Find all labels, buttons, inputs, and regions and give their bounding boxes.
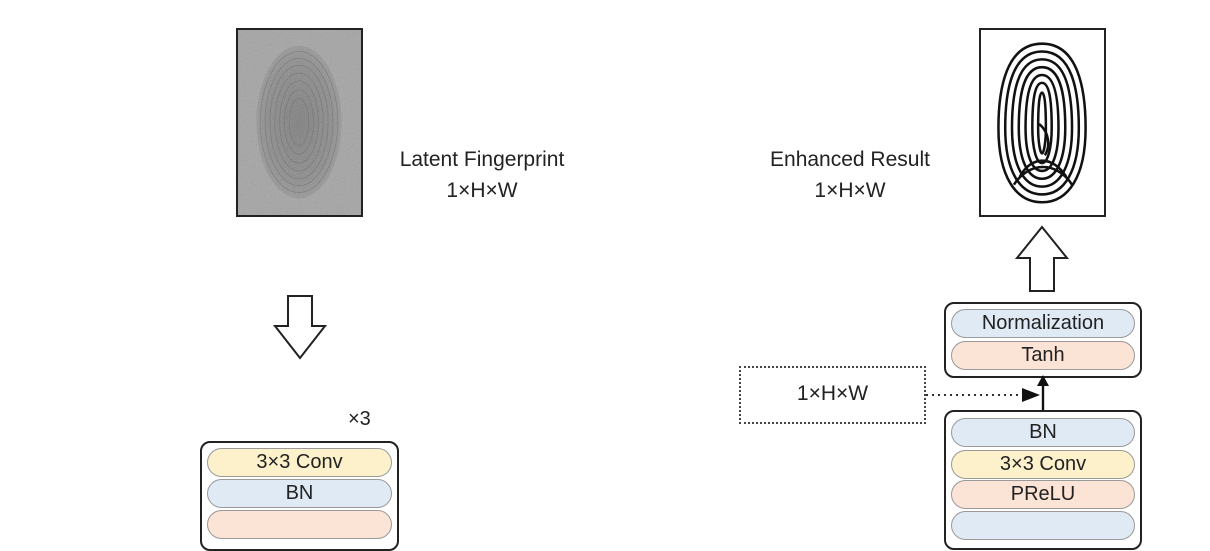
decoder-next-layer (951, 511, 1135, 540)
encoder-conv-layer: 3×3 Conv (207, 448, 392, 477)
normalization-layer: Normalization (951, 309, 1135, 338)
decoder-conv-layer: 3×3 Conv (951, 450, 1135, 479)
decoder-bn-layer: BN (951, 418, 1135, 447)
output-head-block: Normalization Tanh (944, 302, 1142, 378)
output-title: Enhanced Result (770, 148, 930, 171)
encoder-block: 3×3 Conv BN (200, 441, 399, 551)
down-arrow-icon (272, 295, 328, 360)
enhanced-fingerprint-image (979, 28, 1106, 217)
latent-fingerprint-image (236, 28, 363, 217)
skip-connection-arrow (926, 388, 1040, 402)
output-caption: Enhanced Result 1×H×W (740, 144, 960, 206)
up-arrow-icon (1014, 225, 1070, 292)
input-caption: Latent Fingerprint 1×H×W (372, 144, 592, 206)
decoder-block: BN 3×3 Conv PReLU (944, 410, 1142, 550)
tanh-layer: Tanh (951, 341, 1135, 370)
input-dims: 1×H×W (446, 179, 518, 202)
encoder-activation-layer (207, 510, 392, 539)
input-title: Latent Fingerprint (399, 148, 565, 171)
up-connector-arrow (1037, 375, 1049, 412)
skip-input-box: 1×H×W (739, 366, 926, 424)
repeat-label: ×3 (348, 408, 371, 430)
decoder-prelu-layer: PReLU (951, 480, 1135, 509)
output-dims: 1×H×W (814, 179, 886, 202)
encoder-bn-layer: BN (207, 479, 392, 508)
